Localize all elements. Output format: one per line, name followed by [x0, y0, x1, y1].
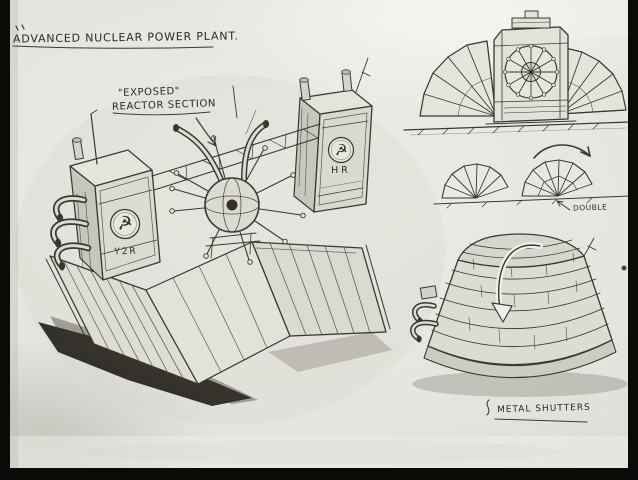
slide-arrow: [491, 242, 543, 323]
main-plant-sketch: [38, 57, 392, 406]
rotation-arrow: [533, 144, 591, 159]
annotation-marks: [12, 24, 217, 147]
exposed-annotation-line1: "EXPOSED": [117, 85, 181, 100]
detail-fan-right: [521, 159, 593, 197]
double-pointer-arrow: [556, 200, 571, 211]
left-tower-code: Y2R: [114, 246, 138, 258]
exposed-arrow: [195, 117, 217, 147]
front-reactor-dial: [502, 43, 560, 101]
right-tower-code: HR: [331, 164, 351, 177]
right-tower: [293, 57, 373, 213]
right-ramp: [251, 241, 391, 337]
cooling-pipes-left: [50, 195, 92, 271]
detail-fan-left: [441, 163, 509, 199]
reactor-core: [169, 120, 306, 265]
closed-plant-sketch: [410, 233, 628, 423]
hammer-sickle-badge-right: [327, 136, 355, 164]
closed-plant-pipes: [410, 285, 439, 343]
left-ramp: [45, 255, 199, 385]
scan-speck: [621, 265, 627, 271]
front-view-sketch: [403, 10, 631, 136]
hammer-sickle-badge-left: [109, 208, 141, 240]
fan-detail-sketch: [433, 144, 631, 211]
hammer-sickle-icon: ☭: [333, 140, 349, 160]
front-fan-right: [559, 47, 627, 115]
double-label: DOUBLE: [572, 202, 608, 213]
front-fan-left: [419, 40, 497, 117]
hammer-sickle-icon: ☭: [115, 211, 135, 236]
